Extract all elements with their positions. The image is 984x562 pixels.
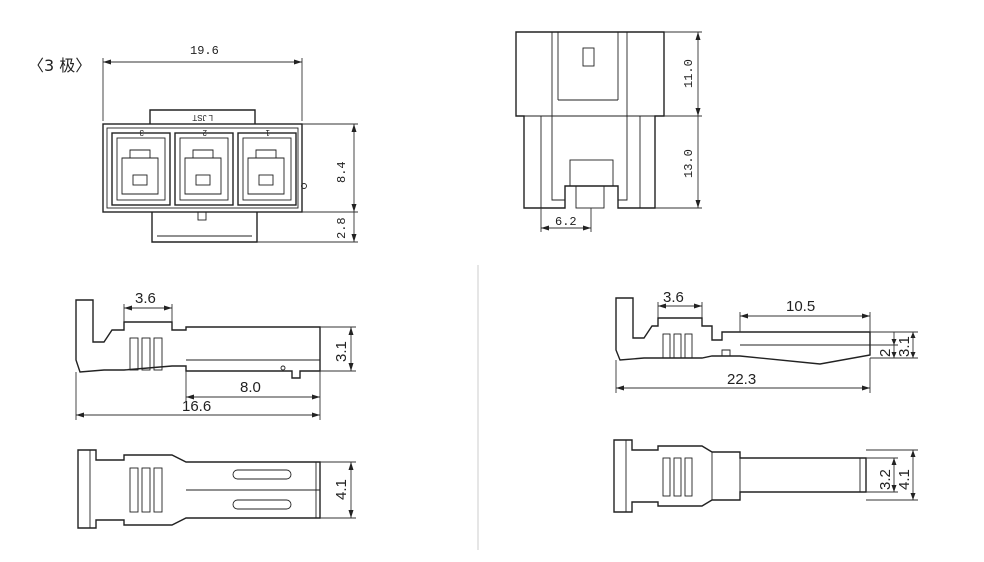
dim-latch-height: 2.8 bbox=[335, 217, 349, 239]
dim-side-lower: 13.0 bbox=[682, 149, 696, 178]
dim-side-upper: 11.0 bbox=[682, 59, 696, 88]
dim-left-length: 16.6 bbox=[182, 398, 211, 415]
dim-right-inner-width: 3.2 bbox=[877, 469, 894, 490]
terminal-right-top-view: 3.2 4.1 bbox=[613, 439, 918, 513]
housing-front-view: 19.6 L JST 3 2 1 bbox=[102, 44, 358, 243]
terminal-right-side-view: 3.6 10.5 2 3.1 22.3 bbox=[615, 289, 918, 393]
pin-number-1: 1 bbox=[265, 128, 270, 137]
dim-housing-width: 19.6 bbox=[190, 44, 219, 58]
dim-right-inner-height: 2 bbox=[877, 349, 894, 357]
pin-number-3: 3 bbox=[139, 128, 144, 137]
terminal-left-top-view: 4.1 bbox=[77, 449, 356, 529]
dim-right-height: 3.1 bbox=[896, 336, 913, 357]
pole-count-label: 〈3 极〉 bbox=[28, 56, 91, 75]
dim-left-height: 3.1 bbox=[333, 341, 350, 362]
dim-left-width: 4.1 bbox=[333, 479, 350, 500]
housing-side-view: 11.0 13.0 6.2 bbox=[515, 31, 702, 232]
dim-right-crimp: 3.6 bbox=[663, 289, 684, 306]
pin-number-2: 2 bbox=[202, 128, 207, 137]
dim-left-contact: 8.0 bbox=[240, 379, 261, 396]
dim-housing-height: 8.4 bbox=[335, 161, 349, 183]
dim-right-contact: 10.5 bbox=[786, 298, 815, 315]
dim-right-width: 4.1 bbox=[896, 469, 913, 490]
terminal-left-side-view: 3.6 3.1 8.0 16.6 bbox=[75, 290, 356, 420]
dim-side-bottom: 6.2 bbox=[555, 215, 577, 229]
housing-marking: L JST bbox=[192, 113, 213, 122]
dim-right-length: 22.3 bbox=[727, 371, 756, 388]
dim-left-crimp: 3.6 bbox=[135, 290, 156, 307]
